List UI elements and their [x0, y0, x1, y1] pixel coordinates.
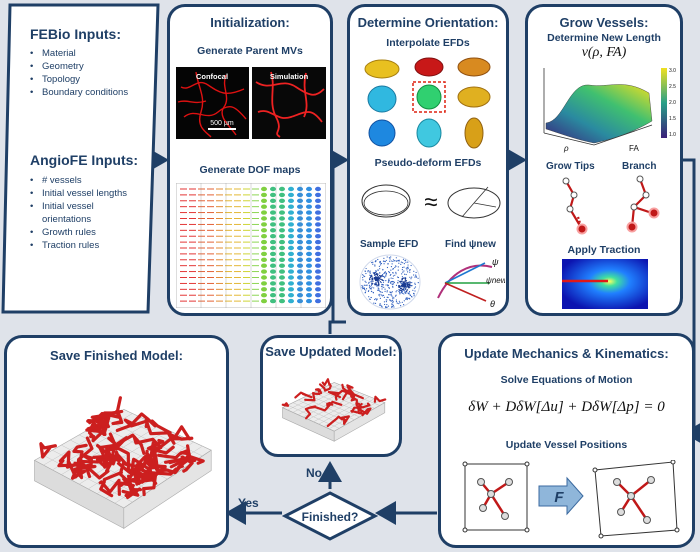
save-updated-panel: Save Updated Model:: [260, 335, 402, 457]
finished-question-label: Finished?: [302, 510, 359, 524]
update-positions-figure: F: [462, 460, 680, 539]
decision-yes-label: Yes: [238, 496, 259, 510]
angiofe-input-item: Growth rules: [30, 226, 140, 239]
solve-equations-label: Solve Equations of Motion: [500, 374, 633, 386]
sample-efd-figure: [359, 254, 421, 310]
updated-model-figure: [281, 378, 387, 442]
equation-of-motion: δW + DδW[Δu] + DδW[Δp] = 0: [468, 399, 665, 415]
angiofe-input-item: Initial vessel orientations: [30, 200, 140, 226]
psi-label: ψ: [492, 257, 499, 267]
simulation-vessels: [255, 71, 325, 138]
axis-rho-label: ρ: [563, 144, 569, 153]
angiofe-inputs-section: AngioFE Inputs: # vesselsInitial vessel …: [30, 152, 140, 252]
grow-vessels-panel: Grow Vessels: Determine New Length ν(ρ, …: [525, 4, 683, 316]
determine-new-length-label: Determine New Length: [547, 32, 661, 44]
update-mechanics-title: Update Mechanics & Kinematics:: [464, 346, 669, 361]
colorbar-tick: 1.0: [669, 132, 676, 138]
febio-input-item: Boundary conditions: [30, 86, 145, 99]
update-positions-label: Update Vessel Positions: [505, 439, 628, 451]
update-mechanics-panel: Update Mechanics & Kinematics: Solve Equ…: [438, 333, 695, 548]
axis-fa-label: FA: [629, 144, 639, 153]
initialization-title: Initialization:: [210, 15, 290, 30]
sample-efd-label: Sample EFD: [360, 239, 419, 250]
confocal-vessels: [177, 71, 247, 138]
interpolate-efds-label: Interpolate EFDs: [386, 37, 470, 49]
save-finished-title: Save Finished Model:: [50, 348, 183, 363]
febio-inputs-title: FEBio Inputs:: [30, 26, 121, 42]
angiofe-inputs-list: # vesselsInitial vessel lengthsInitial v…: [30, 174, 140, 252]
approx-symbol: ≈: [424, 189, 437, 216]
arrow-save-updated-to-orientation: [328, 320, 346, 334]
orientation-title: Determine Orientation:: [357, 15, 499, 30]
generate-parent-mvs-label: Generate Parent MVs: [197, 45, 303, 57]
colorbar: [661, 68, 667, 138]
grow-branch-figure: [562, 175, 660, 235]
colorbar-tick: 2.5: [669, 84, 676, 90]
febio-input-item: Material: [30, 47, 145, 60]
febio-inputs-list: MaterialGeometryTopologyBoundary conditi…: [30, 47, 145, 99]
simulation-label: Simulation: [270, 72, 309, 81]
pseudo-deform-figure: ≈: [361, 184, 501, 219]
finished-model-figure: [33, 396, 212, 529]
angiofe-input-item: # vessels: [30, 174, 140, 187]
find-psi-label: Find ψnew: [445, 239, 496, 250]
colorbar-tick: 2.0: [669, 100, 676, 106]
pseudo-deform-efds-label: Pseudo-deform EFDs: [374, 157, 482, 169]
decision-no-label: No: [306, 466, 322, 480]
orientation-panel: Determine Orientation: Interpolate EFDs …: [347, 4, 509, 316]
colorbar-tick: 3.0: [669, 68, 676, 74]
febio-inputs-section: FEBio Inputs: MaterialGeometryTopologyBo…: [30, 26, 145, 99]
surface-plot: ρ FA 3.0 2.5 2.0 1.5 1.0: [543, 68, 676, 153]
efd-ellipsoid-grid: [364, 57, 491, 149]
scale-bar-label: 500 µm: [210, 120, 234, 127]
initialization-panel: Initialization: Generate Parent MVs Conf…: [167, 4, 333, 316]
dof-map-figure: [176, 183, 326, 308]
finished-decision-diamond: Finished?: [282, 491, 378, 541]
theta-label: θ: [490, 299, 495, 309]
save-finished-panel: Save Finished Model:: [4, 335, 229, 548]
febio-input-item: Geometry: [30, 60, 145, 73]
generate-dof-maps-label: Generate DOF maps: [199, 164, 301, 176]
colorbar-tick: 1.5: [669, 116, 676, 122]
selected-efd-box: [412, 81, 446, 113]
angiofe-inputs-title: AngioFE Inputs:: [30, 152, 139, 168]
angiofe-input-item: Initial vessel lengths: [30, 187, 140, 200]
parent-mvs-images: Confocal Simulation 500 µm: [176, 67, 326, 139]
confocal-label: Confocal: [196, 72, 228, 81]
deformation-gradient-label: F: [554, 489, 564, 506]
psi-new-label: ψnew: [486, 276, 505, 285]
angiofe-input-item: Traction rules: [30, 239, 140, 252]
grow-vessels-title: Grow Vessels:: [559, 15, 649, 30]
grow-tips-label: Grow Tips: [546, 161, 595, 172]
find-psi-figure: ψ ψnew θ: [437, 257, 505, 309]
save-updated-title: Save Updated Model:: [265, 344, 397, 359]
branch-label: Branch: [622, 161, 657, 172]
febio-input-item: Topology: [30, 73, 145, 86]
traction-figure: [562, 259, 648, 309]
apply-traction-label: Apply Traction: [567, 244, 641, 256]
length-formula: ν(ρ, FA): [581, 45, 627, 60]
